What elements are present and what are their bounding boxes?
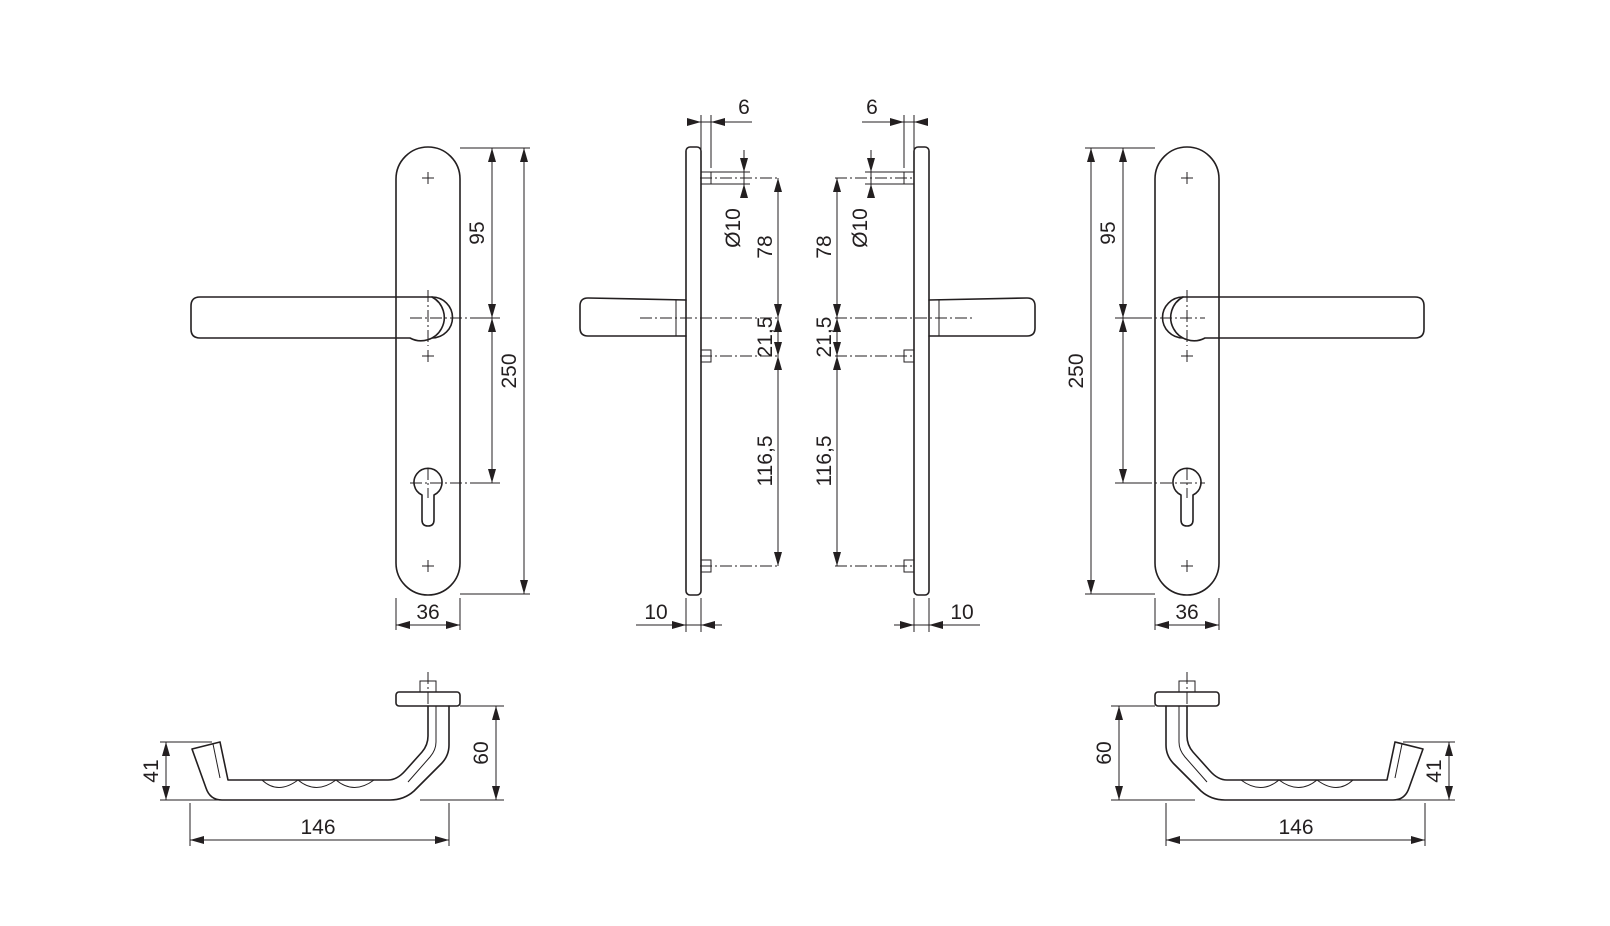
cylinder-hole — [1172, 467, 1202, 527]
dim-6-left: 6 — [738, 96, 750, 119]
screw-mark-top — [1181, 172, 1193, 184]
right-front-view: 95 250 36 — [1065, 146, 1425, 630]
left-side-view: 6 Ø10 78 21,5 116,5 10 — [579, 96, 782, 632]
left-front-view: 95 250 36 — [190, 146, 530, 630]
side-plate — [685, 146, 702, 596]
dim-60-left: 60 — [470, 741, 493, 764]
dim-78-left: 78 — [754, 235, 777, 258]
escutcheon-plate — [1154, 146, 1220, 596]
dim-41-left: 41 — [140, 759, 163, 782]
dim-250-left: 250 — [498, 353, 521, 388]
right-top-view: 60 41 146 — [1093, 672, 1455, 846]
screw-mark-mid — [422, 350, 434, 362]
lever-top-profile — [191, 705, 450, 801]
dim-10-left: 10 — [644, 601, 667, 624]
dim-dia10-left: Ø10 — [722, 208, 745, 248]
dim-21-5-right: 21,5 — [813, 317, 836, 358]
dim-146-right: 146 — [1278, 816, 1313, 839]
side-plate — [913, 146, 930, 596]
dim-10-right: 10 — [950, 601, 973, 624]
dim-116-5-right: 116,5 — [813, 436, 836, 487]
lever-side-profile — [928, 297, 1036, 337]
dim-146-left: 146 — [300, 816, 335, 839]
lever-side-profile — [579, 297, 687, 337]
dim-95-right: 95 — [1097, 221, 1120, 244]
screw-mark-bottom — [1181, 560, 1193, 572]
dim-60-right: 60 — [1093, 741, 1116, 764]
left-top-view: 41 60 146 — [140, 672, 504, 846]
right-side-view: 6 Ø10 78 21,5 116,5 10 — [813, 96, 1036, 632]
dim-250-right: 250 — [1065, 353, 1088, 388]
cylinder-hole — [413, 467, 443, 527]
dim-6-right: 6 — [866, 96, 878, 119]
dim-95-left: 95 — [466, 221, 489, 244]
grip-bumps — [261, 779, 375, 788]
dim-116-5-left: 116,5 — [754, 436, 777, 487]
dim-78-right: 78 — [813, 235, 836, 258]
screw-mark-top — [422, 172, 434, 184]
screw-mark-mid — [1181, 350, 1193, 362]
screw-mark-bottom — [422, 560, 434, 572]
grip-bumps — [1240, 779, 1354, 788]
dim-36-left: 36 — [416, 601, 439, 624]
dim-dia10-right: Ø10 — [849, 208, 872, 248]
dim-41-right: 41 — [1423, 759, 1446, 782]
lever-handle — [190, 296, 445, 342]
lever-handle — [1170, 296, 1425, 342]
dim-36-right: 36 — [1175, 601, 1198, 624]
lever-top-profile — [1165, 705, 1424, 801]
escutcheon-plate — [395, 146, 461, 596]
dim-21-5-left: 21,5 — [754, 317, 777, 358]
